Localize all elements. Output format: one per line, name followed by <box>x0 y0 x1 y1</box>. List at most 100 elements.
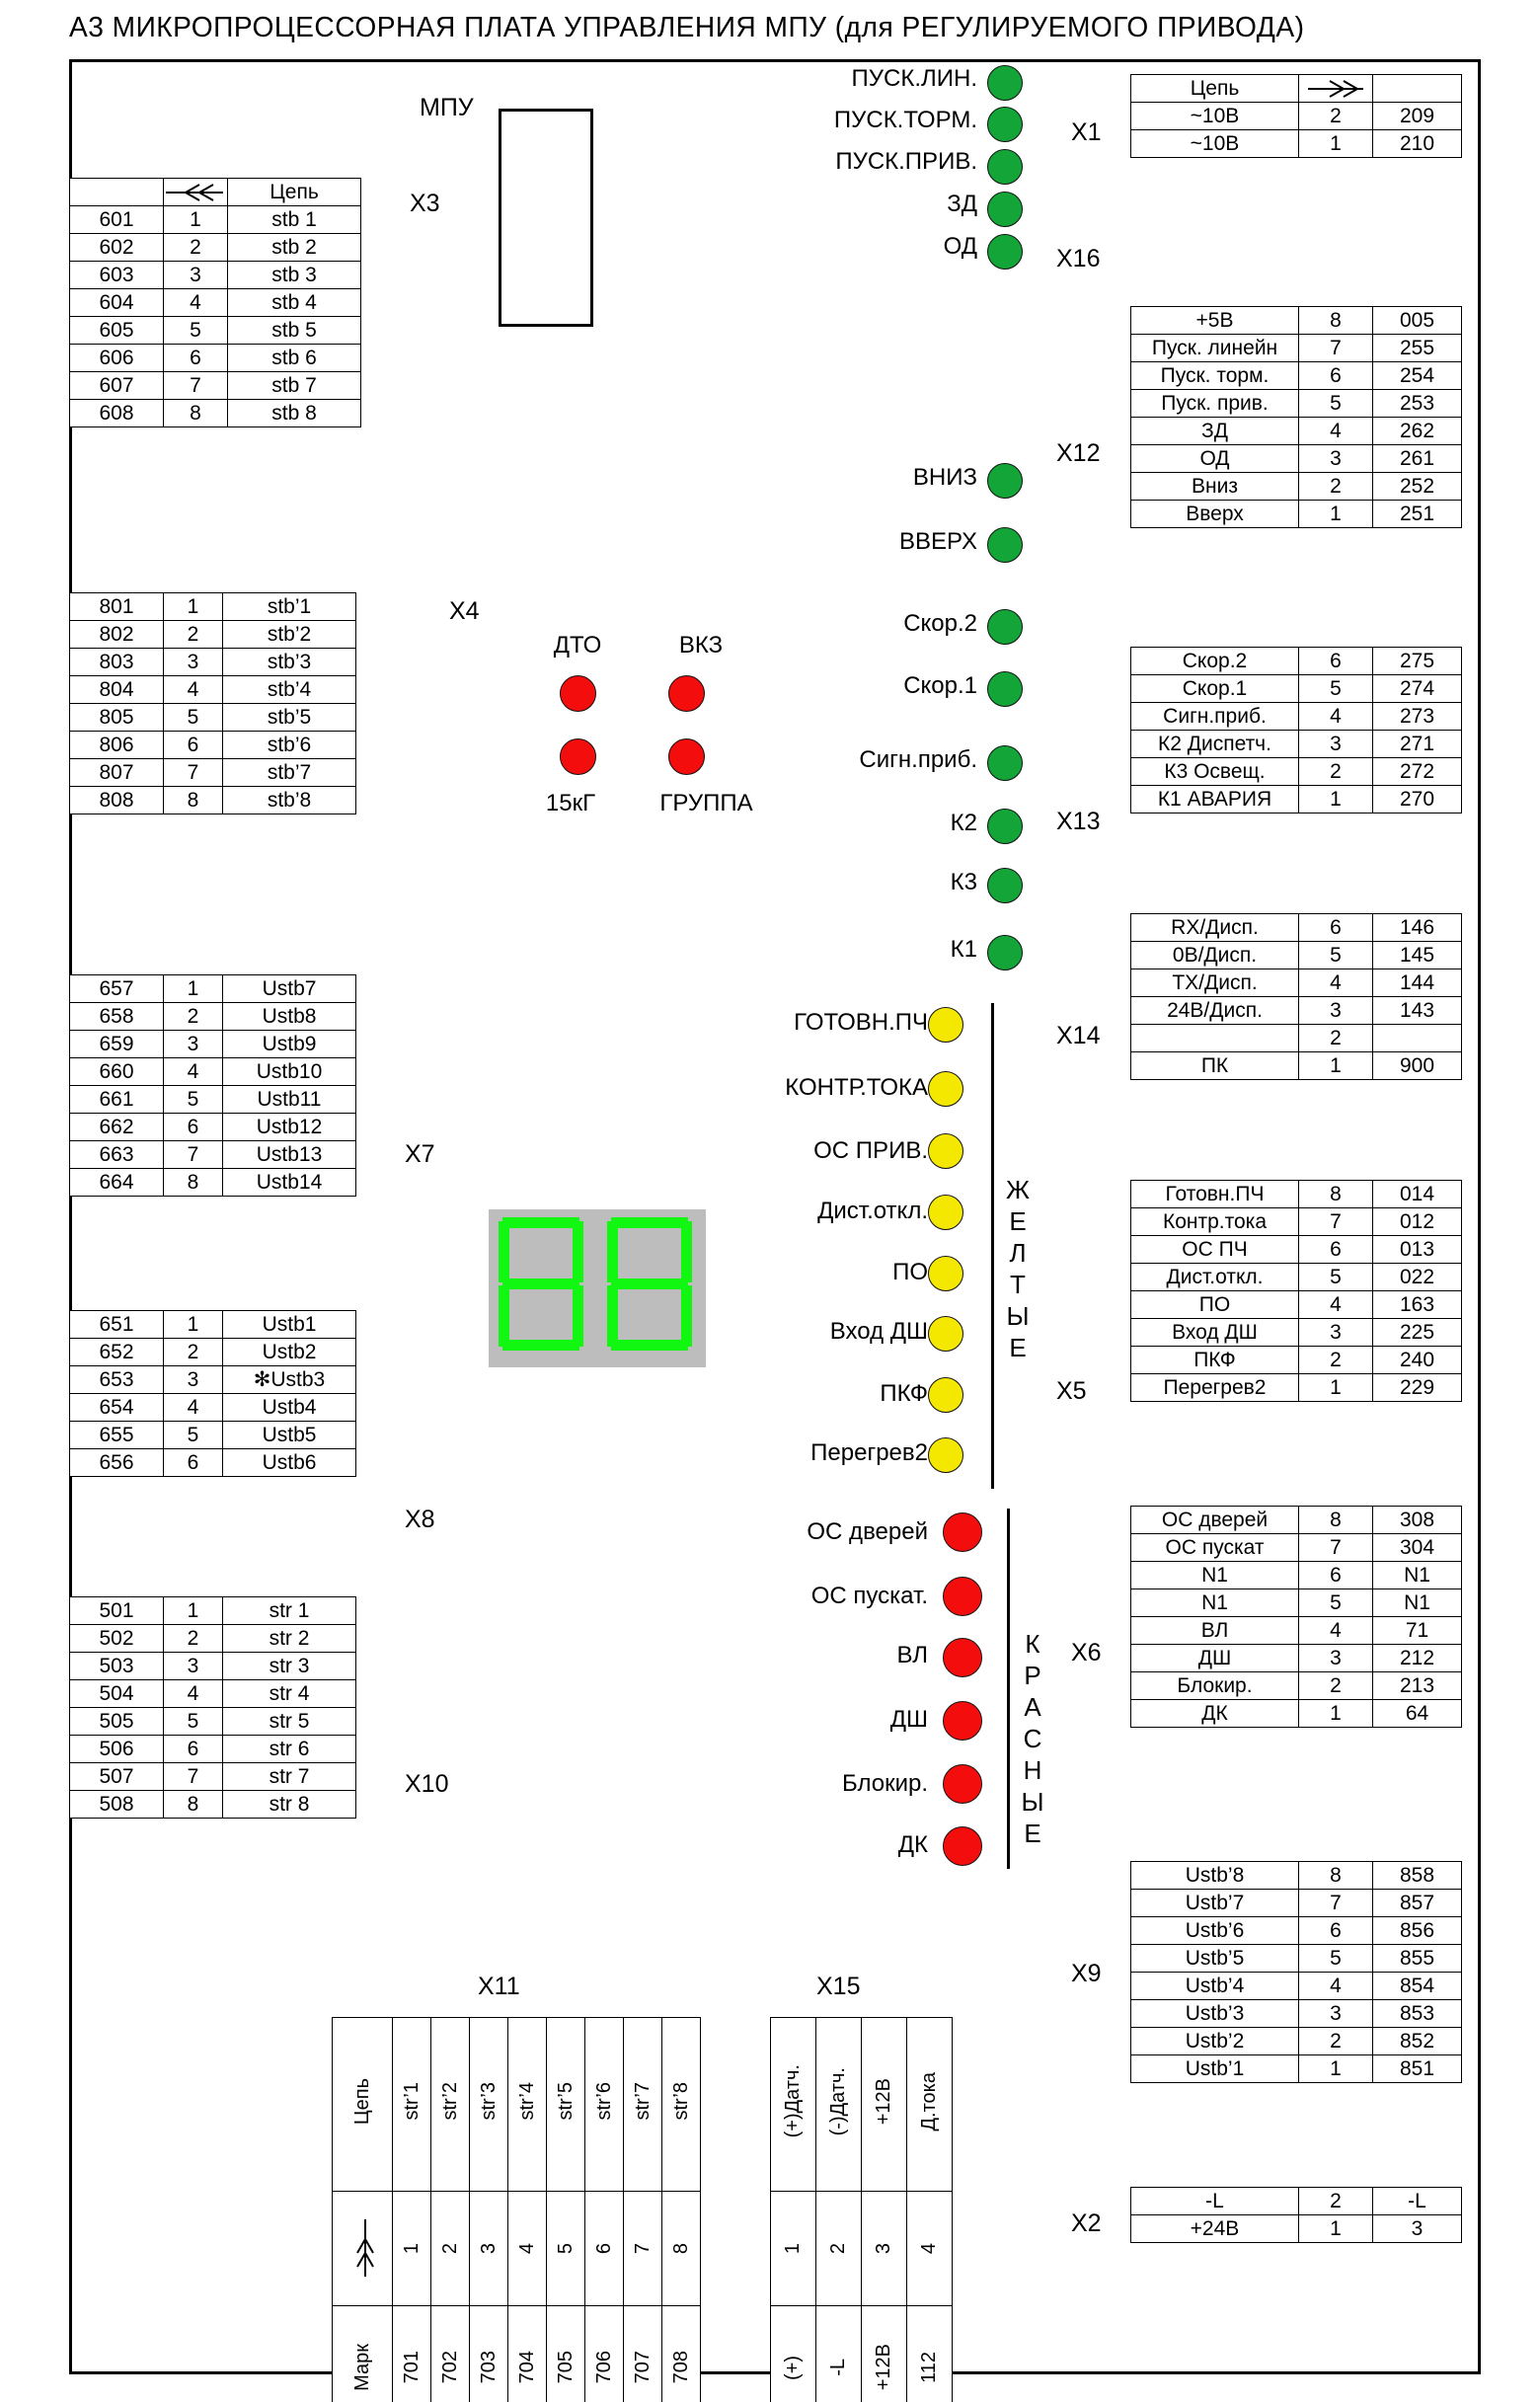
cell-circuit: Ustb4 <box>222 1393 356 1422</box>
cell-pin: 5 <box>546 2191 585 2306</box>
cell-mark: 270 <box>1372 785 1462 814</box>
cell-pin: 6 <box>584 2191 624 2306</box>
cell-mark: 3 <box>1372 2214 1462 2243</box>
header-arrow <box>1298 74 1373 103</box>
cell-mark: 213 <box>1372 1671 1462 1700</box>
connector-caption-x16: X16 <box>1056 245 1101 272</box>
mpu-label: МПУ <box>420 94 474 121</box>
cell-circuit: str’6 <box>584 2017 624 2192</box>
cell-mark: 209 <box>1372 102 1462 130</box>
cell-mark: 012 <box>1372 1207 1462 1236</box>
cell-mark: 253 <box>1372 389 1462 418</box>
yellow-group-label: ЖЕЛТЫЕ <box>1003 1175 1033 1364</box>
cell-mark: 653 <box>69 1365 164 1394</box>
segment-right-upleft <box>607 1221 618 1282</box>
cell-pin: 4 <box>1298 1972 1373 2000</box>
cell-mark: 605 <box>69 316 164 345</box>
cell-mark: 144 <box>1372 969 1462 997</box>
cell-mark: 251 <box>1372 500 1462 528</box>
cell-circuit: Ustb’7 <box>1130 1889 1299 1917</box>
cell-pin: 4 <box>163 1679 223 1708</box>
cell-circuit: Ustb12 <box>222 1113 356 1141</box>
table-header-row: Цепь <box>69 178 361 206</box>
led-label-skor1: Скор.1 <box>903 672 977 699</box>
cell-mark: 005 <box>1372 306 1462 335</box>
cell-pin: 3 <box>1298 996 1373 1025</box>
cell-mark: 273 <box>1372 702 1462 731</box>
connector-caption-x4: X4 <box>449 597 480 625</box>
cell-mark: 852 <box>1372 2027 1462 2055</box>
cell-pin: 6 <box>1298 1916 1373 1945</box>
cell-pin: 5 <box>163 1421 223 1449</box>
cell-pin: 1 <box>163 592 223 621</box>
cell-pin: 3 <box>163 1652 223 1680</box>
cell-mark: 707 <box>623 2305 662 2402</box>
cell-circuit <box>1130 1024 1299 1052</box>
cell-circuit: stb 5 <box>227 316 361 345</box>
cell-mark: 652 <box>69 1338 164 1366</box>
cell-pin: 3 <box>163 1030 223 1058</box>
cell-mark: 663 <box>69 1140 164 1169</box>
cell-circuit: N1 <box>1130 1561 1299 1589</box>
cell-circuit: stb 7 <box>227 371 361 400</box>
cell-mark: 014 <box>1372 1180 1462 1208</box>
cell-pin: 2 <box>163 233 228 262</box>
cell-circuit: Вниз <box>1130 472 1299 501</box>
segment-left-upleft <box>499 1221 509 1282</box>
led-dist-otkl <box>928 1195 963 1230</box>
indicator-label-vk3: ВКЗ <box>678 632 724 659</box>
cell-pin: 4 <box>1298 417 1373 445</box>
led-gruppa <box>668 738 705 775</box>
cell-circuit: К3 Освещ. <box>1130 757 1299 786</box>
cell-circuit: (-)Датч. <box>815 2017 862 2192</box>
led-label-kontr-toka: КОНТР.ТОКА <box>785 1074 928 1101</box>
cell-pin: 7 <box>1298 334 1373 362</box>
cell-pin: 5 <box>163 703 223 732</box>
cell-pin: 3 <box>469 2191 508 2306</box>
led-k1 <box>987 935 1023 970</box>
indicator-label-dto: ДТО <box>553 632 602 659</box>
cell-circuit: Готовн.ПЧ <box>1130 1180 1299 1208</box>
cell-mark: 808 <box>69 786 164 814</box>
cell-circuit: stb 8 <box>227 399 361 427</box>
cell-circuit: ЗД <box>1130 417 1299 445</box>
led-label-k1: К1 <box>950 936 977 963</box>
cell-mark: 856 <box>1372 1916 1462 1945</box>
led-pusk-torm <box>987 107 1023 142</box>
cell-pin: 4 <box>507 2191 547 2306</box>
cell-mark: 271 <box>1372 730 1462 758</box>
cell-pin: 4 <box>906 2191 953 2306</box>
cell-circuit: stb’2 <box>222 620 356 649</box>
led-label-pusk-lin: ПУСК.ЛИН. <box>851 65 977 92</box>
led-label-pusk-priv: ПУСК.ПРИВ. <box>835 148 977 175</box>
led-label-sign-prib: Сигн.приб. <box>859 746 977 773</box>
cell-circuit: stb 6 <box>227 344 361 372</box>
cell-mark: 801 <box>69 592 164 621</box>
cell-pin: 8 <box>1298 1861 1373 1890</box>
segment-right-upright <box>681 1221 692 1282</box>
cell-circuit: Ustb’4 <box>1130 1972 1299 2000</box>
